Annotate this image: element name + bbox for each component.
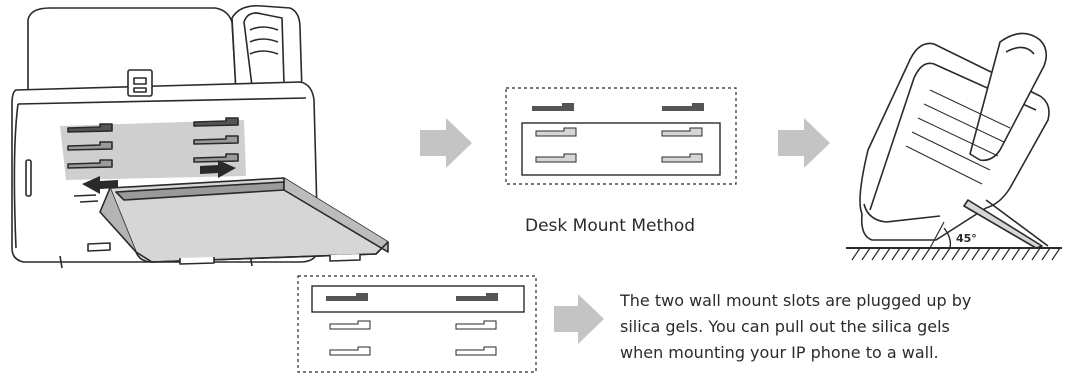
wall-caption-line-1: The two wall mount slots are plugged up … bbox=[620, 291, 972, 310]
arrow-2 bbox=[778, 118, 830, 168]
wall-caption-line-3: when mounting your IP phone to a wall. bbox=[620, 343, 939, 362]
arrow-3 bbox=[554, 294, 604, 344]
wall-caption-line-2: silica gels. You can pull out the silica… bbox=[620, 317, 950, 336]
ground-hatching bbox=[851, 247, 1061, 261]
angle-label: 45° bbox=[956, 232, 977, 245]
wall-mount-slot-box bbox=[297, 275, 537, 373]
wall-mount-caption: The two wall mount slots are plugged up … bbox=[620, 288, 1060, 366]
flow-arrows bbox=[420, 118, 830, 344]
stand-illustration bbox=[99, 177, 389, 265]
insertion-arrows bbox=[73, 160, 236, 203]
desk-mount-slot-box bbox=[505, 87, 737, 185]
desk-mount-caption: Desk Mount Method bbox=[525, 216, 696, 236]
phone-side-view-illustration bbox=[846, 32, 1062, 249]
arrow-1 bbox=[420, 118, 472, 168]
